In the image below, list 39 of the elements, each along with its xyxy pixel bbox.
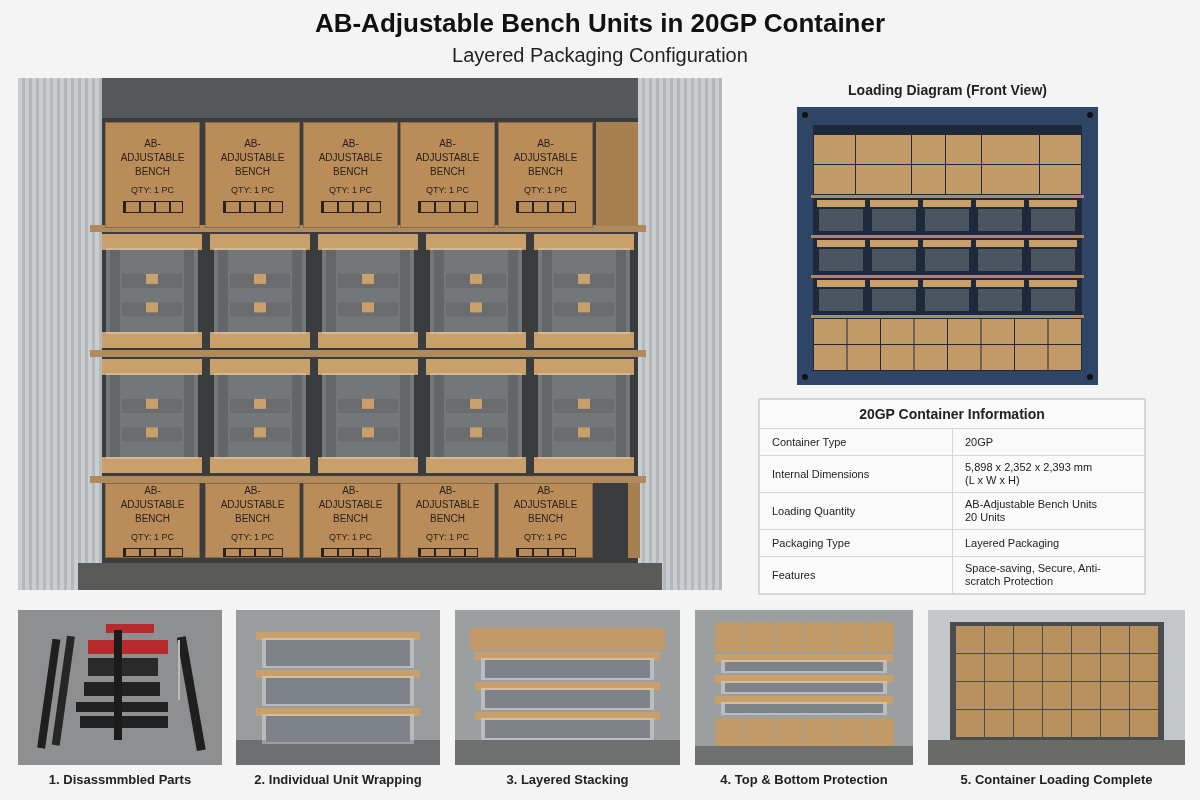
box-label-text: AB-ADJUSTABLE BENCH [119, 137, 186, 179]
box-label-text: AB-ADJUSTABLE BENCH [512, 484, 579, 526]
quantity-text: QTY: 1 PC [231, 185, 274, 195]
table-cell: Container Type [759, 428, 953, 456]
table-cell: Layered Packaging [952, 529, 1145, 557]
step-caption: 3. Layered Stacking [505, 772, 630, 787]
table-cell: Internal Dimensions [759, 455, 953, 493]
step-caption: 1. Disassmmbled Parts [47, 772, 193, 787]
title: AB-Adjustable Bench Units in 20GP Container [313, 8, 887, 39]
quantity-text: QTY: 1 PC [426, 185, 469, 195]
quantity-text: QTY: 1 PC [426, 532, 469, 542]
quantity-text: QTY: 1 PC [131, 532, 174, 542]
quantity-text: QTY: 1 PC [524, 185, 567, 195]
table-cell: Packaging Type [759, 529, 953, 557]
box-label-text: AB-ADJUSTABLE BENCH [219, 137, 286, 179]
diagram-heading: Loading Diagram (Front View) [847, 82, 1048, 98]
step-caption: 2. Individual Unit Wrapping [253, 772, 423, 787]
quantity-text: QTY: 1 PC [524, 532, 567, 542]
quantity-text: QTY: 1 PC [231, 532, 274, 542]
box-label-text: AB-ADJUSTABLE BENCH [219, 484, 286, 526]
table-header: 20GP Container Information [759, 399, 1145, 429]
table-cell: AB-Adjustable Bench Units 20 Units [952, 492, 1145, 530]
box-label-text: AB-ADJUSTABLE BENCH [317, 137, 384, 179]
table-cell: 5,898 x 2,352 x 2,393 mm (L x W x H) [952, 455, 1145, 493]
box-label-text: AB-ADJUSTABLE BENCH [414, 484, 481, 526]
quantity-text: QTY: 1 PC [329, 532, 372, 542]
table-cell: Features [759, 556, 953, 594]
table-cell: Loading Quantity [759, 492, 953, 530]
step-caption: 5. Container Loading Complete [959, 772, 1154, 787]
subtitle: Layered Packaging Configuration [451, 44, 749, 67]
table-cell: Space-saving, Secure, Anti-scratch Protection [952, 556, 1145, 594]
step-caption: 4. Top & Bottom Protection [719, 772, 889, 787]
box-label-text: AB-ADJUSTABLE BENCH [512, 137, 579, 179]
box-label-text: AB-ADJUSTABLE BENCH [414, 137, 481, 179]
quantity-text: QTY: 1 PC [329, 185, 372, 195]
quantity-text: QTY: 1 PC [131, 185, 174, 195]
table-cell: 20GP [952, 428, 1145, 456]
box-label-text: AB-ADJUSTABLE BENCH [317, 484, 384, 526]
box-label-text: AB-ADJUSTABLE BENCH [119, 484, 186, 526]
